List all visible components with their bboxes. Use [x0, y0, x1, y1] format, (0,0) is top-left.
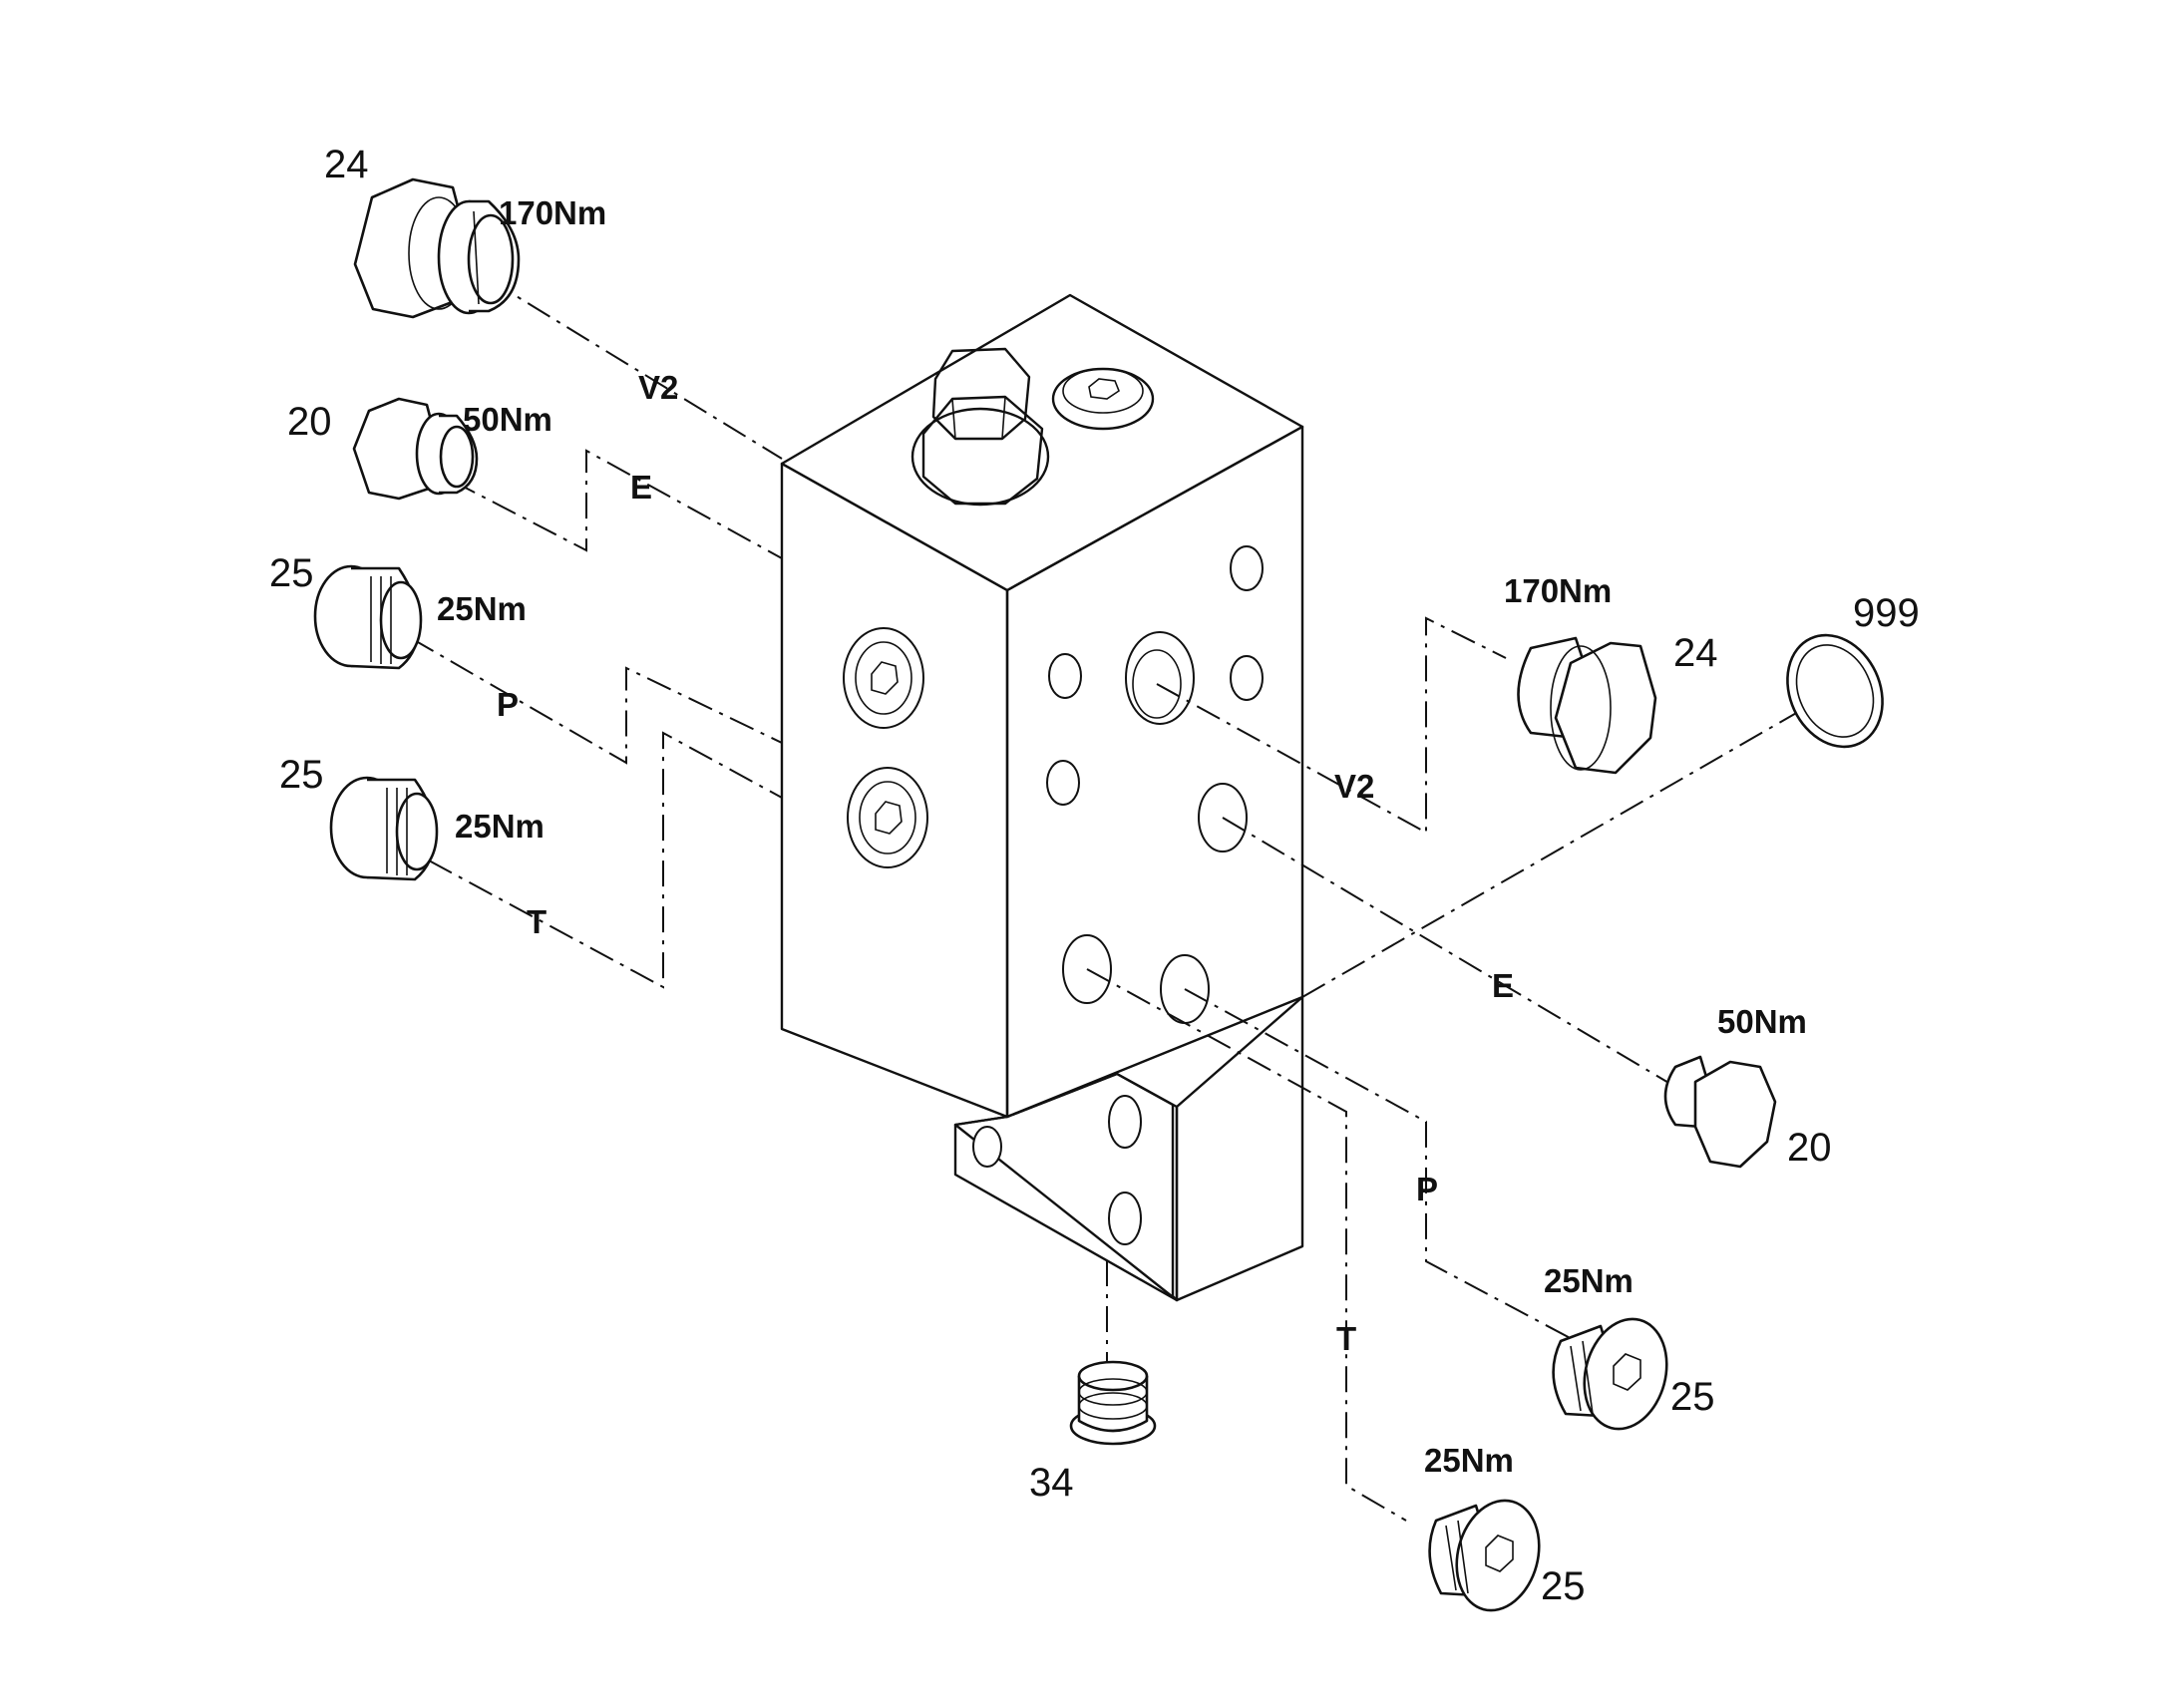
torque-label-25-right-p: 25Nm — [1544, 1262, 1634, 1299]
callout-24-right: 24 — [1673, 631, 1718, 675]
port-label-p-right: P — [1416, 1171, 1438, 1207]
callout-34: 34 — [1029, 1461, 1074, 1505]
callout-25-right-p: 25 — [1670, 1375, 1715, 1419]
port-label-t-right: T — [1336, 1320, 1356, 1357]
callout-25-right-t: 25 — [1541, 1564, 1586, 1608]
port-label-t-left: T — [527, 903, 546, 940]
callout-20-left: 20 — [287, 400, 332, 444]
socket-plug-top — [1051, 367, 1155, 431]
torque-label-20-left: 50Nm — [463, 401, 552, 438]
socket-plug-25-right-p — [1552, 1317, 1668, 1431]
callout-numbers: 24 20 25 25 24 999 20 25 25 34 — [269, 143, 1920, 1608]
hex-plug-20-left — [352, 397, 479, 501]
hex-valve-cartridge-top — [910, 347, 1050, 507]
torque-label-25-left-t: 25Nm — [455, 808, 545, 845]
callout-25-left-t: 25 — [279, 753, 324, 797]
hex-plug-20-right — [1663, 1055, 1777, 1169]
callout-20-right: 20 — [1787, 1126, 1832, 1170]
callout-999: 999 — [1853, 591, 1920, 635]
callout-25-left-p: 25 — [269, 551, 314, 595]
torque-label-20-right: 50Nm — [1717, 1003, 1807, 1040]
hex-plug-24-right — [1517, 636, 1657, 775]
torque-label-25-left-p: 25Nm — [437, 590, 527, 627]
assembly-center-lines — [410, 278, 1806, 1522]
torque-label-24-right: 170Nm — [1504, 572, 1612, 609]
port-label-v2-left: V2 — [638, 369, 678, 406]
seal-ring-999 — [1786, 633, 1884, 749]
port-label-e-right: E — [1492, 967, 1514, 1004]
torque-label-24-left: 170Nm — [499, 194, 606, 231]
plug-34-bottom — [1069, 1360, 1157, 1446]
port-label-v2-right: V2 — [1334, 768, 1374, 805]
port-label-p-left: P — [497, 686, 519, 723]
callout-24-left: 24 — [324, 143, 369, 186]
socket-plug-25-right-t — [1428, 1499, 1541, 1612]
hex-plug-24-left — [353, 177, 521, 319]
port-label-e-left: E — [630, 469, 652, 506]
socket-plug-25-left-p — [313, 564, 423, 670]
socket-plug-25-left-t — [329, 776, 439, 881]
port-labels: V2 E P T V2 E P T — [497, 369, 1514, 1357]
valve-block — [780, 293, 1304, 1302]
torque-label-25-right-t: 25Nm — [1424, 1442, 1514, 1479]
torque-labels: 170Nm 50Nm 25Nm 25Nm 170Nm 50Nm 25Nm 25N… — [437, 194, 1807, 1479]
